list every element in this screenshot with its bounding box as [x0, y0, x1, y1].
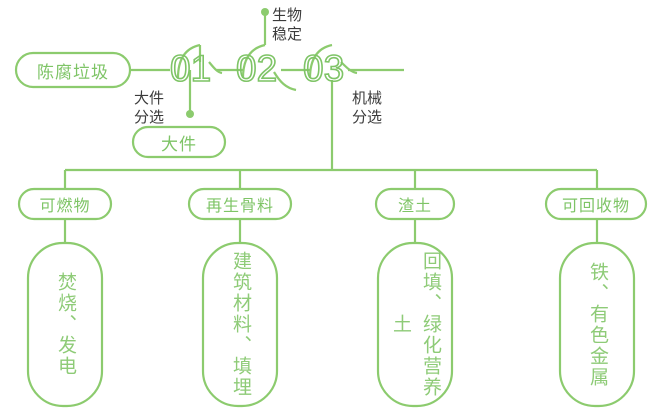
output-label-0[interactable]: 可燃物 — [39, 198, 91, 215]
output-label-1[interactable]: 再生骨料 — [205, 198, 274, 215]
stage-number-02[interactable]: 02 — [235, 47, 278, 90]
stage-caption-03: 机械 分选 — [352, 89, 382, 127]
stage-caption-01: 大件 分选 — [134, 89, 164, 127]
detail-box-outline-0 — [26, 241, 104, 408]
oversize-node-outline — [131, 125, 227, 159]
source-node-label[interactable]: 陈腐垃圾 — [37, 62, 109, 82]
stage-number-03[interactable]: 03 — [302, 47, 345, 90]
detail-box-outline-1 — [201, 241, 279, 408]
stage-caption-03-line-1: 机械 — [352, 90, 383, 107]
stage-caption-03-line-2: 分选 — [352, 109, 383, 126]
oversize-node-label[interactable]: 大件 — [161, 134, 197, 154]
arc-01-right — [208, 61, 223, 75]
arc-03-left — [308, 43, 333, 79]
stage-number-01[interactable]: 01 — [169, 47, 212, 90]
detail-text-2: 回填、绿化营养土 — [390, 251, 441, 398]
stage-caption-01-line-2: 分选 — [134, 109, 165, 126]
output-label-3[interactable]: 可回收物 — [561, 198, 630, 215]
detail-text-3: 铁、有色金属 — [587, 261, 608, 388]
arc-02-left — [241, 43, 266, 79]
stage-caption-02: 生物 稳定 — [272, 6, 302, 44]
stage-caption-02-line-2: 稳定 — [272, 26, 303, 43]
branch-endpoint-dot-biostable — [261, 8, 269, 16]
detail-box-outline-2 — [376, 241, 454, 408]
detail-text-0: 焚烧、发电 — [55, 272, 76, 377]
output-label-2[interactable]: 渣土 — [397, 198, 432, 215]
detail-box-outline-3 — [558, 241, 636, 408]
stage-caption-01-line-1: 大件 — [134, 90, 165, 107]
branch-endpoint-dot-oversize — [186, 110, 194, 118]
arc-02-right — [273, 71, 297, 92]
stage-caption-02-line-1: 生物 — [272, 7, 303, 24]
arc-01-left — [176, 43, 201, 79]
detail-text-1: 建筑材料、填埋 — [230, 251, 251, 398]
